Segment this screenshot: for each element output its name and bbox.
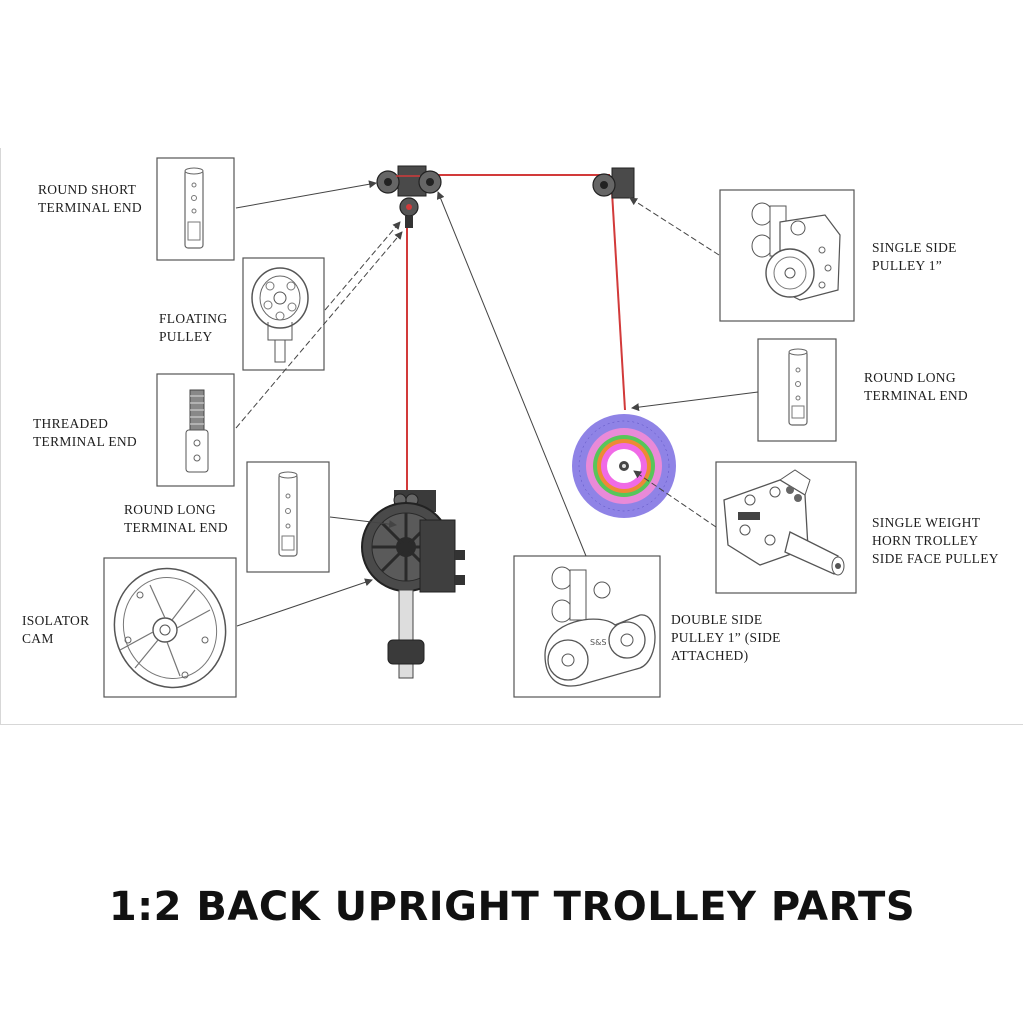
label-isolator-cam: ISOLATOR CAM — [22, 613, 90, 646]
thumb-floating-pulley — [242, 257, 325, 371]
label-single-weight-horn-trolley: SINGLE WEIGHT HORN TROLLEY SIDE FACE PUL… — [872, 515, 999, 566]
page-caption: 1:2 BACK UPRIGHT TROLLEY PARTS — [108, 884, 916, 930]
label-double-side-pulley: DOUBLE SIDE PULLEY 1” (SIDE ATTACHED) — [671, 612, 781, 663]
thumb-round-long-terminal-end-right — [757, 338, 837, 442]
cable-path — [406, 174, 626, 525]
label-round-short-terminal-end: ROUND SHORT TERMINAL END — [38, 182, 142, 215]
cam-assembly — [361, 490, 465, 679]
diagram-frame — [0, 148, 1023, 725]
thumb-threaded-terminal-end — [156, 373, 235, 487]
thumb-double-side-pulley: S&S — [513, 555, 661, 698]
label-round-long-terminal-end-right: ROUND LONG TERMINAL END — [864, 370, 968, 403]
thumb-single-side-pulley — [719, 189, 855, 322]
top-left-pulley-cluster — [376, 165, 442, 228]
thumb-round-long-terminal-end-left — [246, 461, 330, 573]
label-threaded-terminal-end: THREADED TERMINAL END — [33, 416, 137, 449]
label-single-side-pulley: SINGLE SIDE PULLEY 1” — [872, 240, 957, 273]
thumb-round-short-terminal-end — [156, 157, 235, 261]
svg-text:S&S: S&S — [590, 638, 606, 647]
thumb-single-weight-horn-trolley — [715, 461, 857, 594]
leader-lines — [235, 180, 759, 627]
top-right-pulley — [592, 167, 635, 199]
label-round-long-terminal-end-left: ROUND LONG TERMINAL END — [124, 502, 228, 535]
label-floating-pulley: FLOATING PULLEY — [159, 311, 228, 344]
weight-plate — [572, 414, 676, 518]
thumb-isolator-cam — [103, 557, 237, 698]
